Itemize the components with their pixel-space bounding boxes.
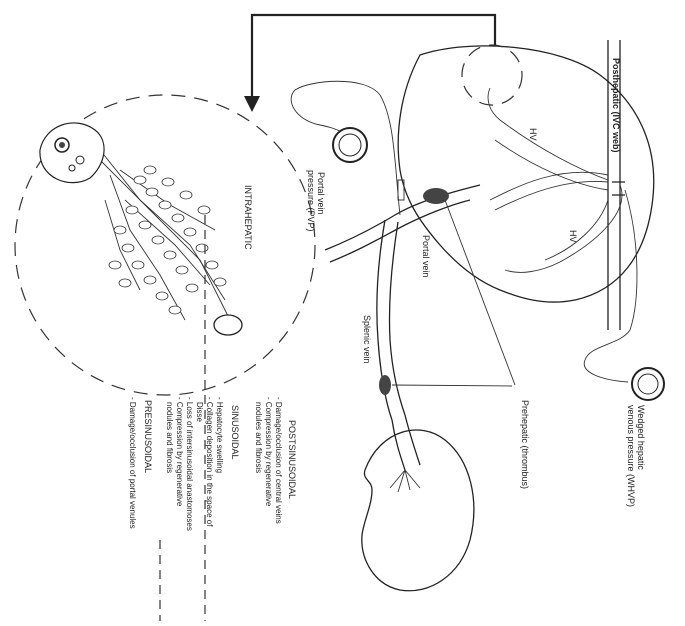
transfer-arrow xyxy=(252,15,495,100)
hepatic-vein-mid xyxy=(490,172,608,210)
central-vein xyxy=(214,315,242,335)
spleen-hilum xyxy=(390,470,420,492)
legend-sin-item-2a: - Collagen deposition in the space of xyxy=(205,397,214,527)
prehepatic-pointer xyxy=(392,200,515,386)
legend-presinusoidal-title: PRESINUSOIDAL xyxy=(143,400,153,473)
label-whvp-line2: venous pressure (WHVP) xyxy=(626,405,636,507)
spleen xyxy=(362,430,474,591)
legend-sin-item-3: - Loss of intersinusoidal anastomoses xyxy=(185,397,194,531)
label-prehepatic: Prehepatic (thrombus) xyxy=(520,400,530,489)
whvp-gauge xyxy=(632,368,664,400)
transfer-arrowhead xyxy=(244,96,260,112)
legend-post-item-2a: - Compression by regenerative xyxy=(264,397,273,507)
legend-sin-item-2b: Disse xyxy=(195,402,204,423)
label-posthepatic: Posthepatic (IVC web) xyxy=(611,58,621,153)
legend-sin-item-1: - Hepatocyte swelling xyxy=(215,397,224,473)
label-pvp-line1: Portal vein xyxy=(316,172,326,215)
label-intrahepatic: INTRAHEPATIC xyxy=(243,185,253,250)
whvp-catheter xyxy=(584,190,637,382)
label-portal-vein: Portal vein xyxy=(421,235,431,278)
hepatocyte-cells xyxy=(109,166,226,314)
hepatic-vein-upper xyxy=(488,88,608,190)
posthepatic-circle xyxy=(462,45,522,105)
legend-post-item-2b: nodules and fibrosis xyxy=(254,402,263,473)
label-pvp-line2: pressure (PVP) xyxy=(306,170,316,232)
portal-thrombus xyxy=(423,188,449,204)
legend-sinusoidal-title: SINUSOIDAL xyxy=(230,405,240,460)
portal-triad xyxy=(40,123,104,183)
label-hv-lower: HV xyxy=(568,230,578,243)
legend-sin-item-4b: nodules and fibrosis xyxy=(165,402,174,473)
legend-sin-item-4a: - Compression by regenerative xyxy=(175,397,184,507)
hepatic-vein-lower xyxy=(505,185,622,272)
legend-post-item-1: - Damage/occlusion of central veins xyxy=(274,397,283,524)
legend-postsinusoidal-title: POSTSINUSOIDAL xyxy=(287,420,297,499)
pvp-gauge xyxy=(333,128,367,162)
label-whvp-line1: Wedged hepatic xyxy=(636,405,646,470)
label-splenic-vein: Splenic vein xyxy=(362,315,372,364)
splenic-thrombus xyxy=(379,375,391,395)
portal-vein xyxy=(325,185,480,262)
label-hv-upper: HV xyxy=(528,128,538,141)
ivc-web-lines xyxy=(612,182,625,195)
splenic-vein xyxy=(392,415,420,470)
legend-pre-item-1: - Damage/occlusion of portal venules xyxy=(128,397,137,529)
